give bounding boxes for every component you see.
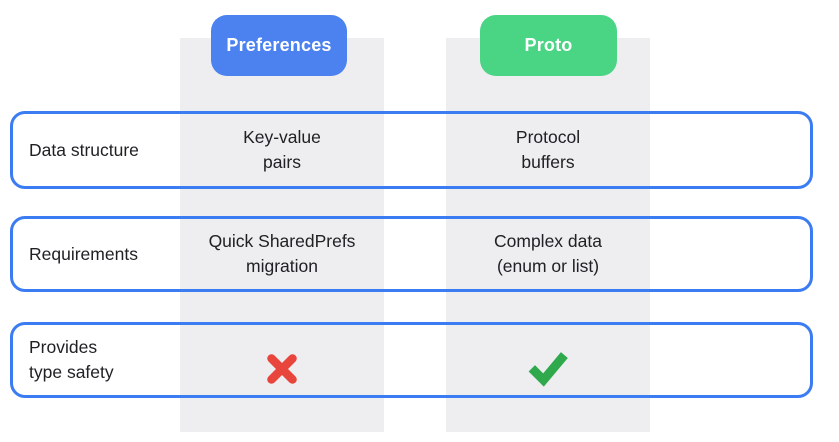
row-label: Data structure xyxy=(29,139,139,160)
cross-icon xyxy=(264,326,300,394)
preferences-cell: Key-value pairs xyxy=(243,127,321,172)
proto-cell: Complex data (enum or list) xyxy=(494,231,602,276)
row-data-structure: Data structure Key-value pairs Protocol … xyxy=(10,111,813,189)
preferences-cell: Quick SharedPrefs migration xyxy=(208,231,356,276)
preferences-header-label: Preferences xyxy=(226,35,332,55)
preferences-cell xyxy=(180,325,384,395)
proto-cell: Protocol buffers xyxy=(515,127,581,172)
row-requirements: Requirements Quick SharedPrefs migration… xyxy=(10,216,813,292)
proto-header-pill: Proto xyxy=(480,15,617,76)
check-icon xyxy=(527,324,569,396)
row-label: Provides type safety xyxy=(29,337,114,382)
proto-column-band xyxy=(446,38,650,432)
proto-cell xyxy=(446,325,650,395)
proto-header-label: Proto xyxy=(524,35,573,55)
row-label: Requirements xyxy=(29,243,138,264)
row-provides-type-safety: Provides type safety xyxy=(10,322,813,398)
preferences-header-pill: Preferences xyxy=(211,15,347,76)
